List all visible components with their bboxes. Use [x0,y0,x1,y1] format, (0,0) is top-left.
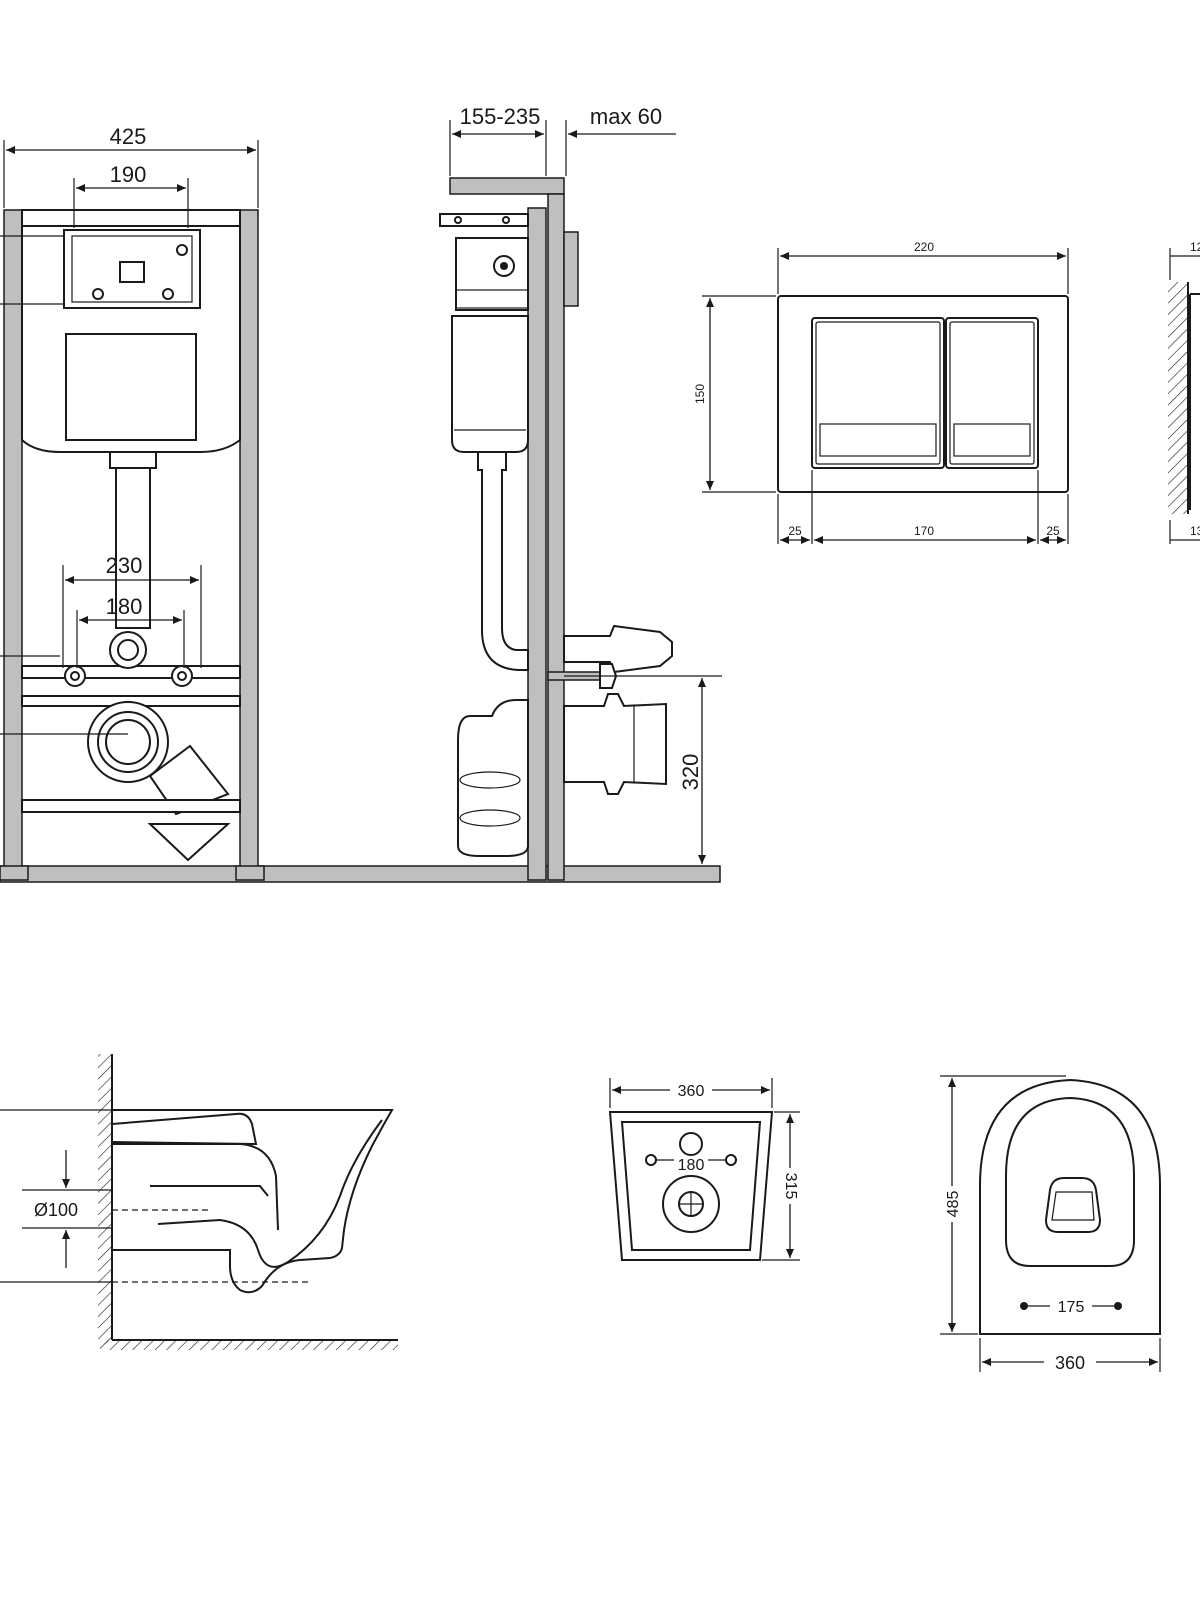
flush-button-front: 220 150 25 170 25 [693,240,1069,544]
dim-190-label: 190 [110,162,147,187]
flush-mechanism [455,237,529,311]
waste-outlet-side [563,693,667,795]
toilet-drain-hole [1044,1177,1102,1233]
toilet-back-view: 180 360 315 [608,1078,800,1261]
toilet-bowl [1005,1096,1135,1267]
side-cistern [451,315,529,453]
frame-right-post [239,209,259,877]
flush-button-side: 12 13 [1168,240,1200,544]
toilet-back-outline [608,1111,774,1261]
stud-left [64,665,86,687]
dim-back-180-label: 180 [678,1157,705,1174]
plate-box [563,231,579,307]
inspection-panel [65,333,197,441]
toilet-wall-hatch [98,1054,112,1344]
flush-connector [109,631,147,669]
toilet-floor-hatch [100,1340,398,1350]
toilet-profile [112,1109,394,1294]
button-plate [777,295,1069,493]
wall-hatch [1168,282,1188,514]
button-small [945,317,1039,469]
dim-12-label: 12 [1190,240,1200,254]
side-downpipe [477,451,529,671]
dim-320-label: 320 [678,754,703,791]
dim-155-235-label: 155-235 [460,104,541,129]
floor-slab [0,865,721,883]
flush-pipe-connector [563,624,673,674]
dim-220-label: 220 [914,240,934,254]
dim-top-360-label: 360 [1055,1353,1085,1373]
dim-25-left-label: 25 [788,524,802,538]
dim-425-label: 425 [110,124,147,149]
frame-top-rail [21,209,241,227]
back-inlet [679,1132,703,1156]
dim-25-right-label: 25 [1046,524,1060,538]
waste-trap [457,699,529,857]
toilet-side-section: Ø100 [0,1054,398,1350]
dim-180-label: 180 [106,594,143,619]
frame-side-view: 155-235 max 60 320 [439,104,722,881]
dim-top-485-label: 485 [945,1191,962,1218]
flush-opening [63,229,201,309]
dim-top-175-label: 175 [1058,1299,1085,1316]
frame-left-post [3,209,23,877]
dim-back-315-label: 315 [782,1173,799,1200]
dim-230-label: 230 [106,553,143,578]
downpipe [115,467,151,629]
dim-170-label: 170 [914,524,934,538]
waste-outlet [87,701,169,783]
button-large [811,317,945,469]
dim-max-60-label: max 60 [590,104,662,129]
frame-front-view: 425 190 230 180 [0,124,721,883]
wall-panel [547,193,565,881]
wall-top [449,177,565,195]
dim-diameter-label: Ø100 [34,1200,78,1220]
dim-13-label: 13 [1190,524,1200,538]
toilet-top-view: 175 485 360 [940,1075,1161,1374]
side-post [527,207,547,881]
toilet-top-outline [979,1078,1161,1335]
stud-right [171,665,193,687]
dim-150-label: 150 [693,384,707,404]
back-outlet [662,1175,720,1233]
dim-back-360-label: 360 [678,1083,705,1100]
